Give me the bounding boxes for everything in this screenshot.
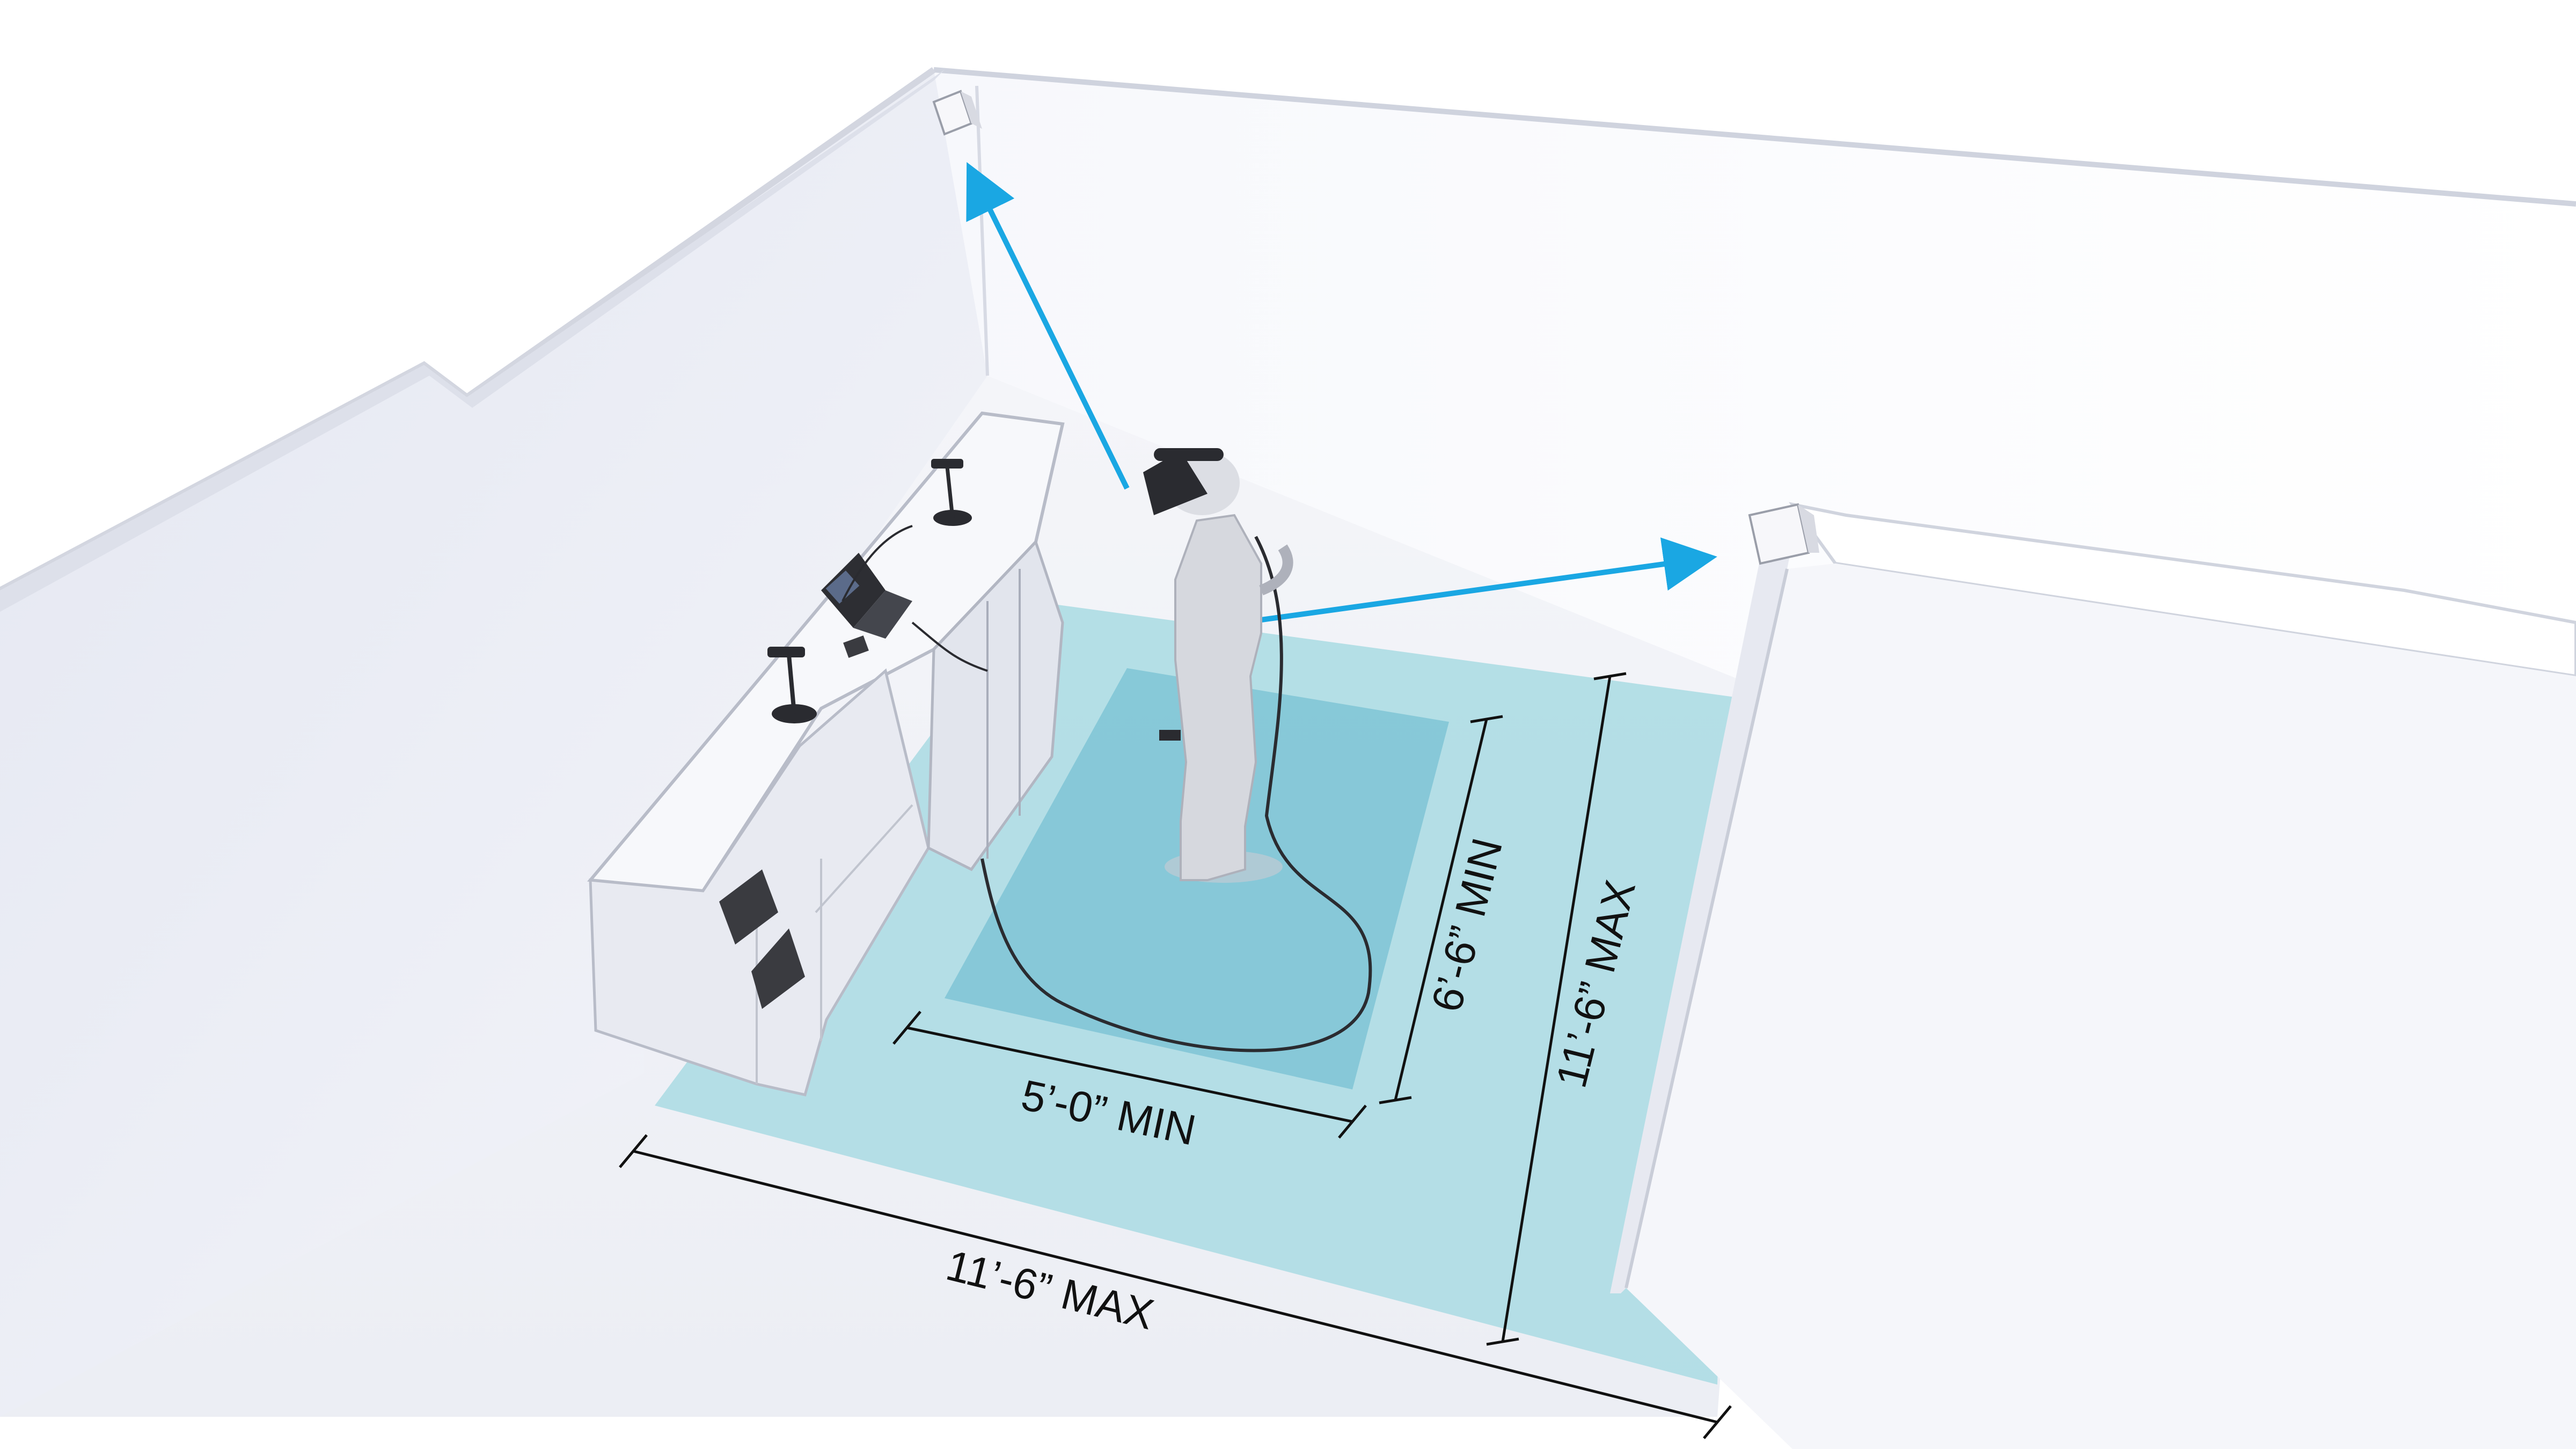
storage-item-2 [751, 928, 805, 1009]
base-station-icon [932, 90, 982, 136]
tracking-arrow-left [966, 162, 1130, 490]
dim-line-depth-max [1501, 676, 1612, 1342]
back-wall-top-edge [933, 67, 2576, 207]
dim-line-depth-min [1394, 719, 1488, 1101]
controller-on-desk [843, 635, 869, 658]
base-station-icon [1748, 503, 1819, 565]
wall-corner [975, 85, 989, 376]
tracking-arrows [966, 162, 1717, 623]
desk-unit [587, 411, 1065, 1096]
sensor-stand-icon [767, 647, 817, 723]
left-wall [0, 70, 987, 1417]
laptop-icon [821, 553, 912, 639]
partition-side [1610, 537, 1792, 1293]
sensor-stand-icon [931, 459, 972, 526]
partition-face [1626, 564, 2576, 1449]
desk-cables [841, 525, 988, 672]
partition-edge [1624, 568, 1789, 1289]
right-partition [1610, 502, 2576, 1449]
storage-item-1 [719, 869, 778, 945]
dim-line-width-min [906, 1026, 1353, 1123]
dim-line-width-max [633, 1150, 1718, 1424]
tracking-arrow-right [1261, 537, 1717, 623]
dimension-lines [619, 672, 1732, 1439]
cabinet-doors [927, 539, 1064, 872]
vr-user-figure [980, 448, 1372, 1052]
left-wall-cap [0, 70, 945, 612]
